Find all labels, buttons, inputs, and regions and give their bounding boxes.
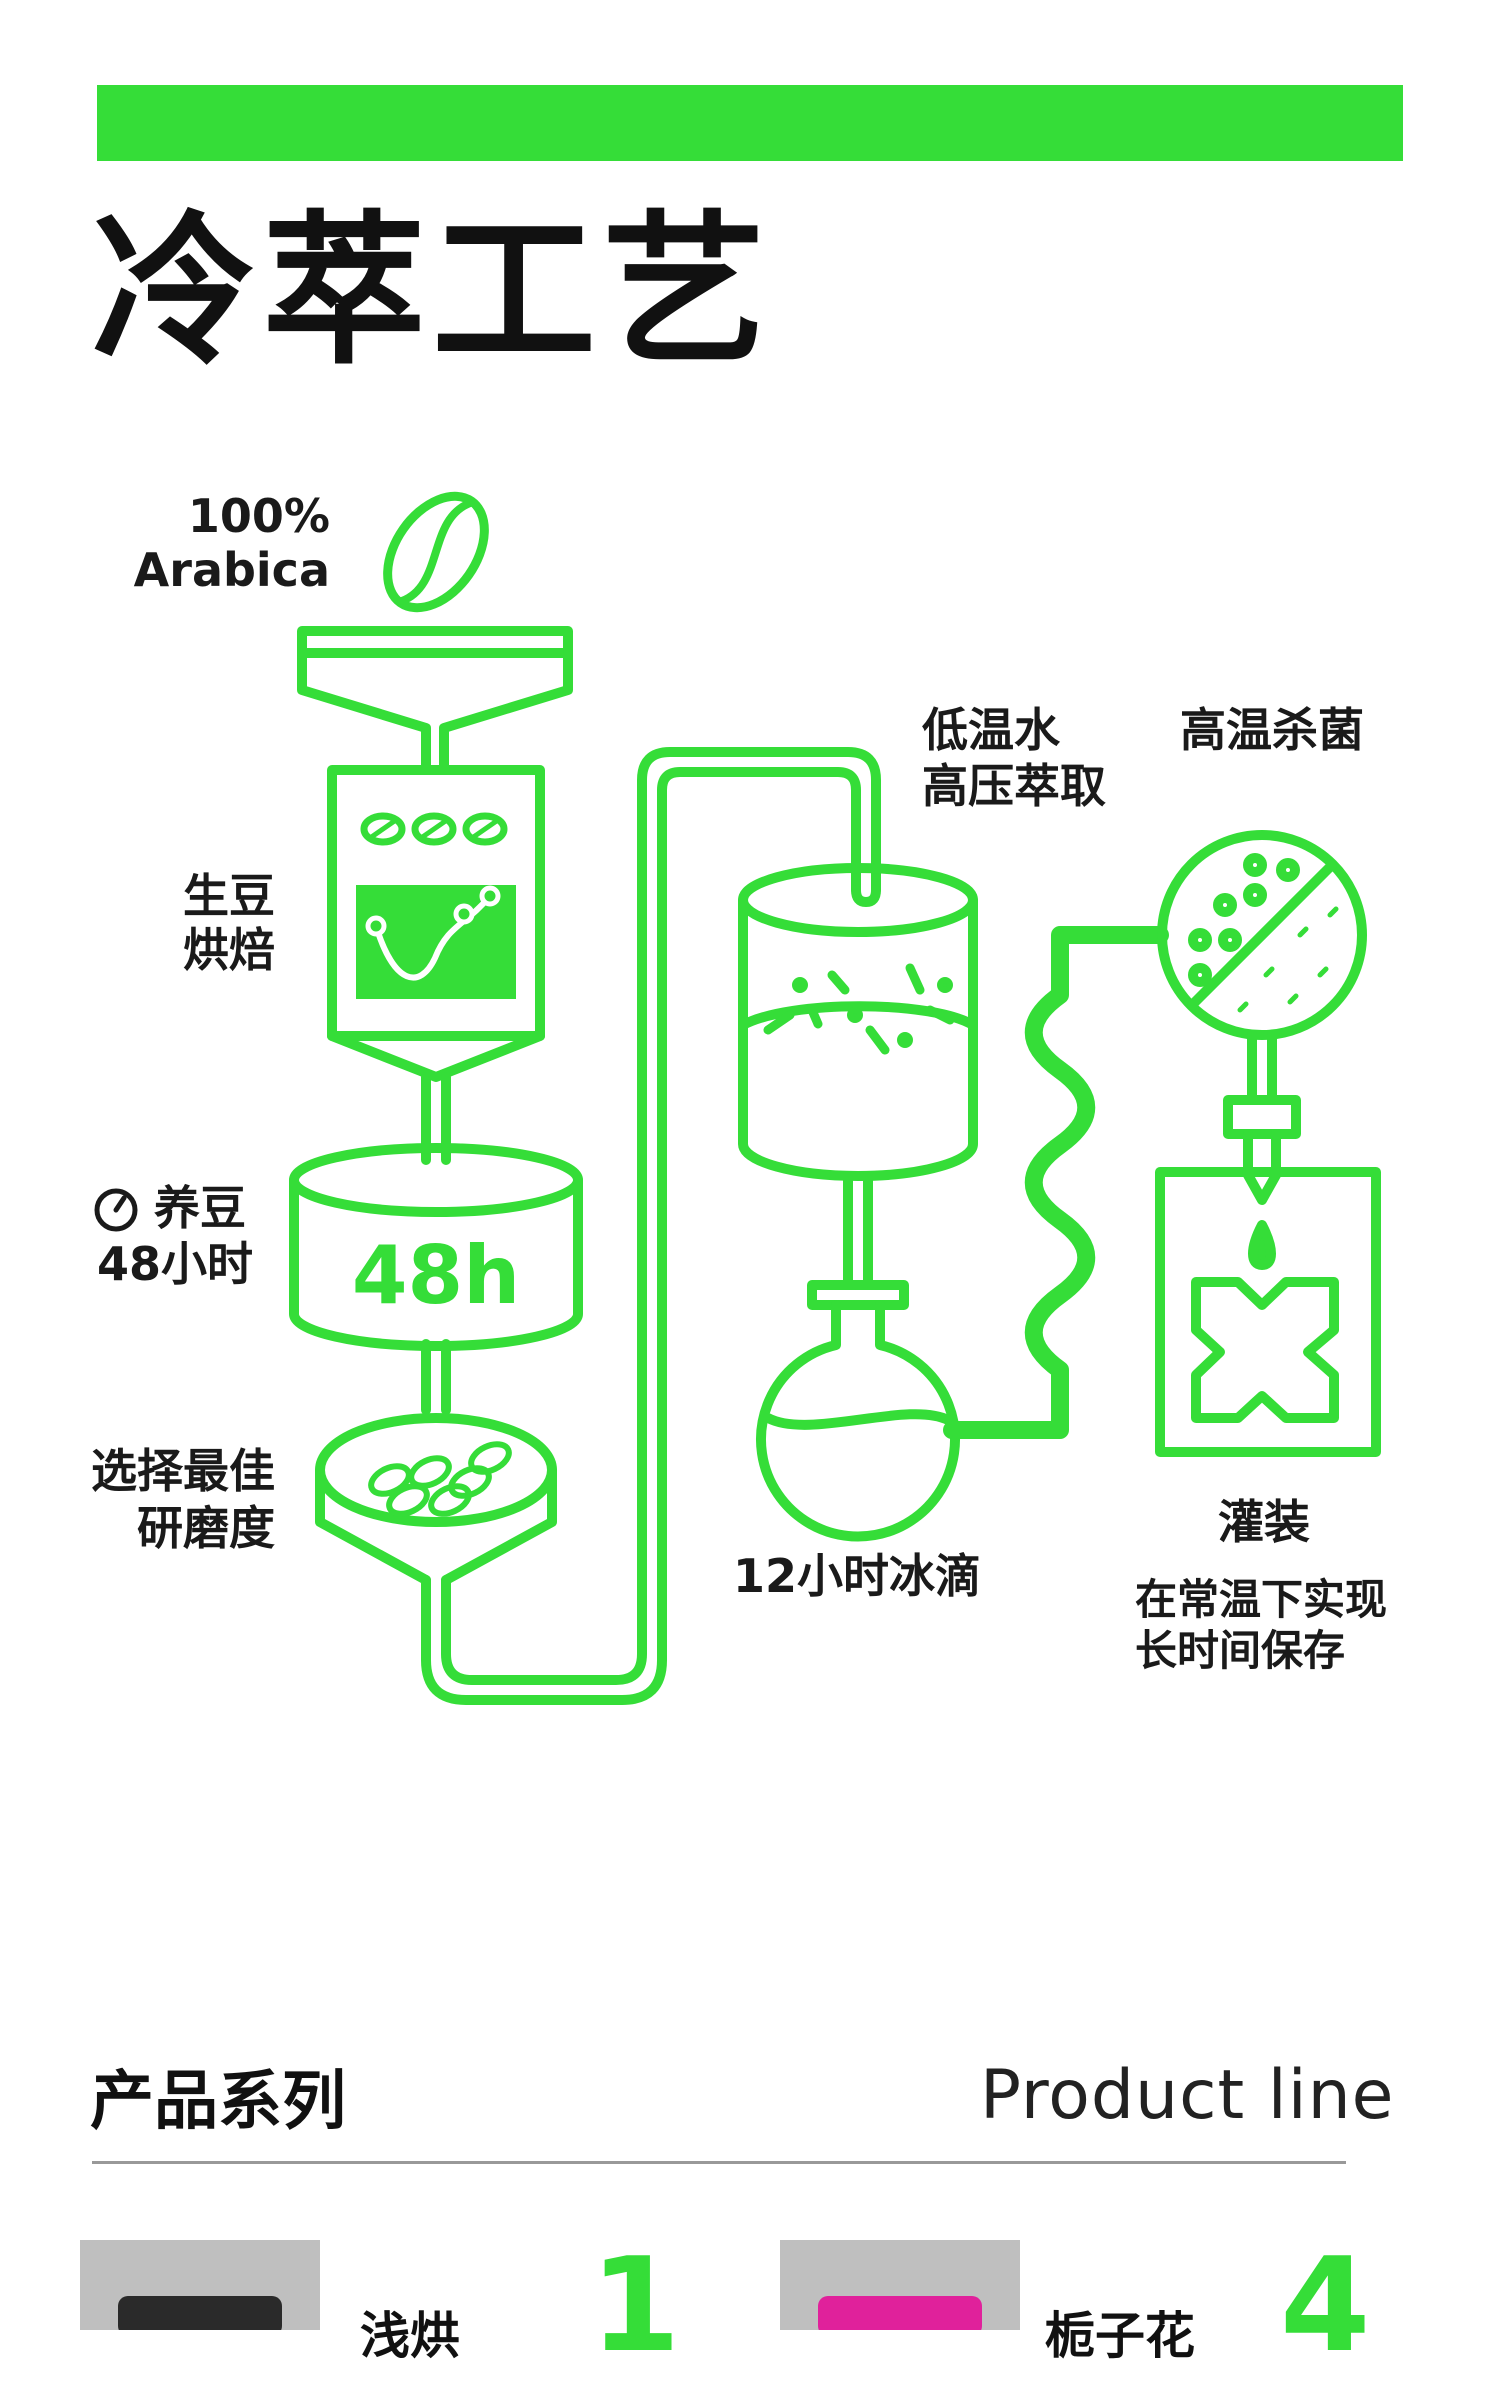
label-sterilize: 高温杀菌	[1180, 703, 1364, 757]
label-extract-2: 高压萃取	[922, 759, 1106, 813]
label-fill-1: 灌装	[1218, 1495, 1310, 1549]
product-number-1: 1	[590, 2229, 681, 2381]
label-grind-2: 研磨度	[137, 1501, 275, 1555]
product-line-divider	[92, 2161, 1346, 2164]
aging-tank-label: 48h	[352, 1229, 520, 1322]
grinder-bowl	[315, 1413, 557, 1585]
top-accent-bar	[97, 85, 1403, 161]
label-extract-1: 低温水	[922, 703, 1060, 757]
product-image-1[interactable]	[80, 2240, 320, 2330]
label-grind-1: 选择最佳	[91, 1444, 275, 1498]
cold-brew-process-diagram: 48h	[289, 491, 1381, 1705]
product-line-heading: 产品系列	[90, 2065, 346, 2139]
page-title: 冷萃工艺	[92, 196, 773, 387]
label-fill-2: 在常温下实现	[1135, 1575, 1388, 1624]
label-bean-percent: 100%	[187, 489, 330, 543]
product-image-2[interactable]	[780, 2240, 1020, 2330]
label-rest-1: 养豆	[154, 1181, 246, 1235]
product-name-1[interactable]: 浅烘	[360, 2307, 460, 2365]
grounds-particles	[763, 963, 955, 1055]
product-number-2: 4	[1280, 2229, 1371, 2381]
aging-tank	[289, 1143, 583, 1351]
label-fill-3: 长时间保存	[1135, 1626, 1346, 1675]
label-roast-1: 生豆	[183, 869, 275, 923]
coil-pipe	[943, 926, 1169, 1439]
beans-row-icon	[360, 812, 508, 846]
drip-flask	[756, 1280, 960, 1542]
label-bean-type: Arabica	[133, 543, 330, 597]
product-name-2[interactable]: 栀子花	[1045, 2307, 1195, 2365]
main-pipe	[421, 767, 861, 1705]
sterilized-particles	[1237, 906, 1339, 1013]
product-line-heading-en: Product line	[980, 2056, 1395, 2135]
roaster-machine	[327, 765, 545, 1082]
coffee-bean-icon	[383, 491, 489, 613]
label-drip: 12小时冰滴	[733, 1549, 982, 1603]
label-rest-2: 48小时	[97, 1237, 254, 1291]
hopper-icon	[297, 626, 573, 775]
sterilizer-sphere	[1157, 830, 1367, 1040]
clock-icon	[94, 1188, 138, 1232]
label-roast-2: 烘焙	[183, 923, 275, 977]
package-icon	[1155, 1167, 1381, 1457]
